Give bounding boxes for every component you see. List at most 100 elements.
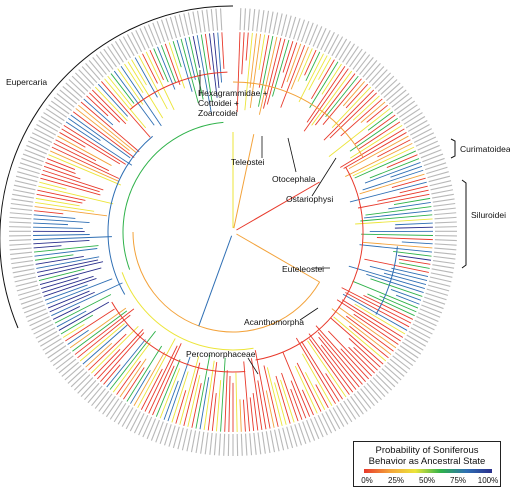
tip-label xyxy=(268,11,274,34)
tip-label xyxy=(43,112,63,125)
tip-branch xyxy=(306,66,346,123)
tip-label xyxy=(177,427,184,450)
tip-branch xyxy=(33,214,76,219)
legend-tick-50: 50% xyxy=(418,476,436,485)
legend-title-line1: Probability of Soniferous xyxy=(375,445,479,456)
internal-branch-arc xyxy=(232,81,364,158)
tip-branch xyxy=(362,169,424,191)
tip-branch xyxy=(163,380,179,420)
tip-branch xyxy=(367,293,415,317)
tip-branch xyxy=(397,255,432,261)
tip-label xyxy=(427,171,449,179)
tip-label xyxy=(25,308,47,318)
tip-branch xyxy=(348,265,425,289)
tip-label xyxy=(339,402,353,423)
tip-branch xyxy=(43,278,97,297)
tip-label xyxy=(404,338,424,351)
tip-branch xyxy=(160,45,177,84)
tip-label xyxy=(37,330,58,343)
tip-branch xyxy=(138,55,168,110)
tip-branch xyxy=(257,380,267,430)
tip-branch xyxy=(395,294,420,305)
tip-label xyxy=(308,24,319,46)
internal-branch-arc xyxy=(255,166,364,361)
tip-branch xyxy=(325,75,359,118)
tip-label xyxy=(117,405,130,425)
tip-label xyxy=(150,419,160,441)
tip-branch xyxy=(153,48,169,83)
tip-label xyxy=(336,405,349,425)
tip-branch xyxy=(301,341,340,402)
tip-branch xyxy=(106,339,146,388)
tip-branch xyxy=(364,258,429,273)
tip-label xyxy=(434,243,457,246)
tip-branch xyxy=(55,139,97,162)
tip-branch xyxy=(52,306,81,320)
tip-branch xyxy=(358,121,401,150)
tip-label xyxy=(265,431,271,454)
tip-branch xyxy=(250,358,263,430)
legend-color-scale xyxy=(364,469,492,473)
tip-label xyxy=(113,402,127,423)
tip-branch xyxy=(79,323,125,362)
internal-branch-arc xyxy=(129,71,228,110)
tip-label xyxy=(346,398,361,418)
tip-branch xyxy=(41,277,79,289)
tip-branch xyxy=(266,367,283,426)
tip-label xyxy=(50,348,69,363)
tip-branch xyxy=(176,39,193,92)
tip-branch xyxy=(331,308,392,355)
tip-label xyxy=(387,361,405,377)
tip-label xyxy=(10,251,33,255)
internal-branch-arc xyxy=(121,272,254,351)
tip-label xyxy=(407,120,428,132)
tip-label xyxy=(34,128,55,140)
tip-branch xyxy=(307,340,347,398)
tip-label xyxy=(433,251,456,255)
tip-branch xyxy=(345,83,369,109)
clade-label-siluroidei: Siluroidei xyxy=(471,210,506,220)
tip-label xyxy=(147,24,158,46)
tip-branch xyxy=(36,193,83,204)
tip-label xyxy=(9,243,32,246)
tip-label xyxy=(196,10,202,33)
tip-label xyxy=(288,16,297,39)
tip-label xyxy=(9,212,32,216)
tip-label xyxy=(356,390,372,409)
tip-label xyxy=(114,41,128,61)
tip-label xyxy=(118,38,132,59)
tip-branch xyxy=(340,348,370,380)
tip-label xyxy=(432,198,455,203)
tip-label xyxy=(38,120,59,132)
tip-branch xyxy=(46,158,76,171)
tip-label xyxy=(306,419,316,441)
tip-branch xyxy=(308,55,328,91)
tip-branch xyxy=(155,359,181,417)
tip-label xyxy=(13,184,36,191)
tip-branch xyxy=(341,287,412,324)
tip-label xyxy=(264,10,270,33)
tip-label xyxy=(160,19,170,41)
tip-branch xyxy=(96,328,144,380)
tip-branch xyxy=(175,390,187,424)
tip-branch xyxy=(364,210,432,219)
tip-label xyxy=(369,380,386,397)
tip-label xyxy=(84,382,100,401)
tip-branch xyxy=(196,35,212,113)
tip-label xyxy=(243,8,247,31)
tip-label xyxy=(28,140,49,151)
legend-tick-100: 100% xyxy=(477,476,499,485)
tip-label xyxy=(355,54,371,73)
tip-label xyxy=(249,433,253,456)
tip-label xyxy=(424,162,447,171)
tip-label xyxy=(368,66,385,84)
tip-label xyxy=(31,319,52,331)
tip-label xyxy=(92,57,107,75)
tip-branch xyxy=(33,240,90,245)
tip-branch xyxy=(290,388,303,420)
tip-label xyxy=(342,43,355,63)
tip-label xyxy=(269,430,276,453)
tip-label xyxy=(81,66,98,84)
tip-branch xyxy=(195,354,211,429)
tip-branch xyxy=(103,364,121,385)
